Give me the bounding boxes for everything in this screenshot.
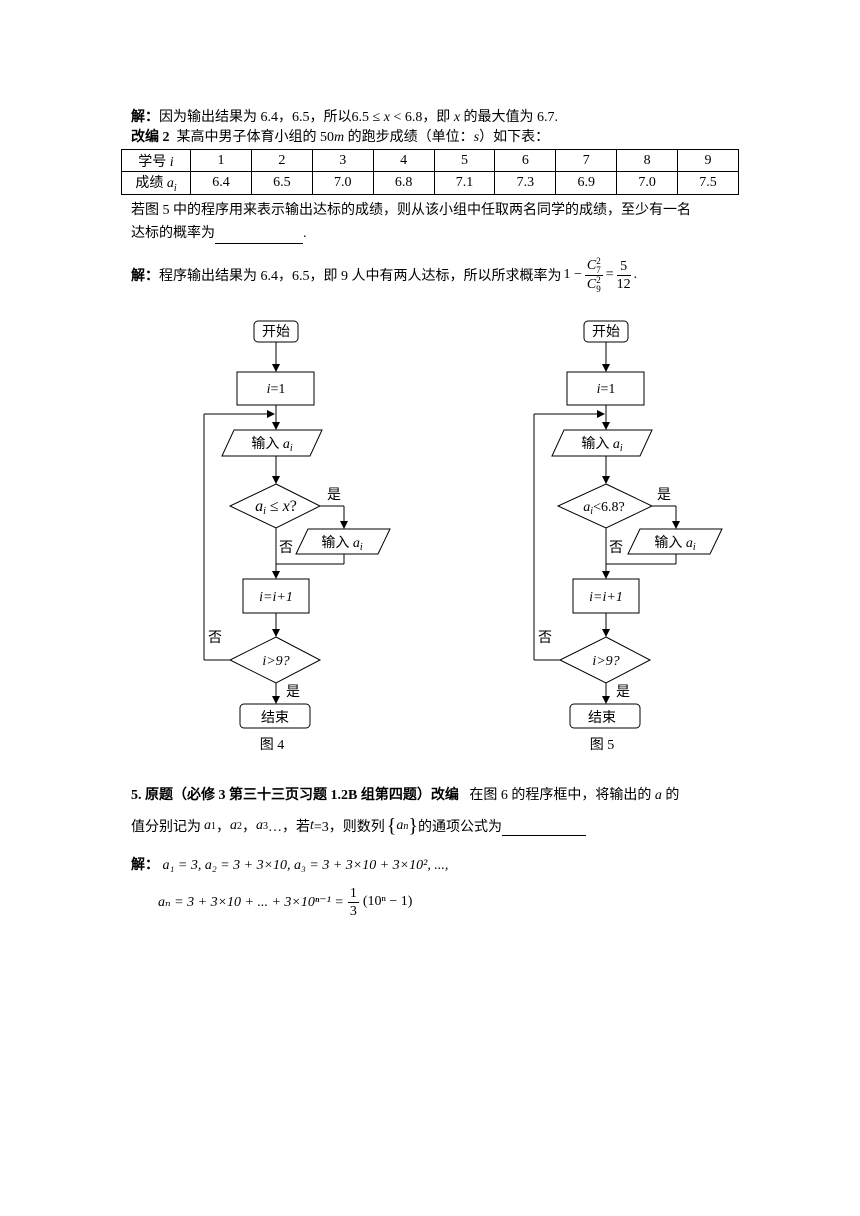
input-box (221, 429, 323, 457)
problem5-line1: 5. 原题（必修 3 第三十三页习题 1.2B 组第四题）改编 在图 6 的程序… (131, 788, 680, 803)
fig4-caption: 图 4 (260, 738, 285, 753)
question2-line2: 达标的概率为 . (131, 223, 307, 244)
table-header-id: 学号 i (121, 149, 191, 172)
result-fraction: 5 12 (616, 258, 631, 292)
solution1-line: 解：因为输出结果为 6.4，6.5，所以6.5 ≤ x < 6.8，即 x 的最… (131, 110, 559, 125)
condition-label: ai<6.8? (583, 500, 624, 517)
table-cell: 6.5 (250, 171, 313, 195)
condition-label: ai≤x? (255, 498, 297, 517)
table-cell: 9 (677, 149, 739, 172)
loop-no-label: 否 (208, 631, 222, 646)
start-label: 开始 (262, 324, 290, 340)
table-cell: 6 (494, 149, 557, 172)
loop-no-label: 否 (538, 631, 552, 646)
flowchart-fig4: 开始 i=1 输入 ai ai≤x? 是 否 输入 ai i=i+1 i>9? … (203, 320, 391, 753)
table-cell: 2 (250, 149, 313, 172)
table-cell: 7.0 (311, 171, 374, 195)
table-row-ids: 学号 i 1 2 3 4 5 6 7 8 9 (121, 149, 739, 172)
solution2-line: 解：程序输出结果为 6.4，6.5，即 9 人中有两人达标，所以所求概率为 1 … (131, 255, 638, 294)
solution5-line1: 解： a₁ = 3, a₂ = 3 + 3×10, a₃ = 3 + 3×10 … (131, 858, 449, 873)
table-cell: 6.8 (372, 171, 435, 195)
no-label: 否 (279, 541, 293, 556)
flowchart-fig5: 开始 i=1 输入 ai ai<6.8? 是 否 输入 ai i=i+1 i>9… (533, 320, 723, 753)
loop-label: i>9? (592, 654, 619, 669)
table-cell: 7 (555, 149, 618, 172)
answer-blank (502, 817, 587, 836)
no-label: 否 (609, 541, 623, 556)
loop-yes-label: 是 (616, 685, 630, 700)
loop-label: i>9? (262, 654, 289, 669)
yes-label: 是 (657, 488, 671, 503)
end-label: 结束 (588, 710, 616, 726)
table-cell: 7.5 (677, 171, 739, 195)
init-label: i=1 (267, 382, 286, 397)
table-cell: 5 (433, 149, 496, 172)
table-cell: 8 (616, 149, 678, 172)
end-box (239, 703, 311, 729)
init-label: i=1 (597, 382, 616, 397)
table-cell: 1 (190, 149, 252, 172)
table-header-score: 成绩 ai (121, 171, 191, 195)
increment-label: i=i+1 (259, 590, 293, 605)
end-box (569, 703, 641, 729)
table-cell: 6.4 (190, 171, 252, 195)
one-third-fraction: 1 3 (347, 885, 359, 919)
end-label: 结束 (261, 710, 289, 726)
input-box (551, 429, 653, 457)
increment-label: i=i+1 (589, 590, 623, 605)
adapt2-line: 改编 2 某高中男子体育小组的 50m 的跑步成绩（单位：s）如下表： (131, 130, 550, 145)
input-label: 输入 ai (251, 436, 293, 454)
solution5-label: 解： (131, 858, 159, 873)
solution2-label: 解： (131, 269, 159, 284)
problem5-heading: 5. 原题（必修 3 第三十三页习题 1.2B 组第四题）改编 (131, 788, 459, 803)
table-cell: 6.9 (555, 171, 618, 195)
output-label: 输入 ai (654, 535, 696, 553)
answer-blank (215, 223, 303, 244)
table-cell: 7.3 (494, 171, 557, 195)
yes-label: 是 (327, 488, 341, 503)
table-row-scores: 成绩 ai 6.4 6.5 7.0 6.8 7.1 7.3 6.9 7.0 7.… (121, 171, 739, 195)
table-cell: 3 (311, 149, 374, 172)
solution1-label: 解： (131, 110, 159, 125)
table-cell: 4 (372, 149, 435, 172)
output-box (295, 528, 391, 555)
input-label: 输入 ai (581, 436, 623, 454)
output-box (627, 528, 723, 555)
adapt2-label: 改编 2 (131, 130, 170, 145)
output-label: 输入 ai (321, 535, 363, 553)
start-label: 开始 (592, 324, 620, 340)
question2-line1: 若图 5 中的程序用来表示输出达标的成绩，则从该小组中任取两名同学的成绩，至少有… (131, 203, 691, 218)
solution5-line2: aₙ = 3 + 3×10 + ... + 3×10ⁿ⁻¹ = 1 3 (10ⁿ… (158, 885, 413, 919)
loop-yes-label: 是 (286, 685, 300, 700)
table-cell: 7.1 (433, 171, 496, 195)
table-cell: 7.0 (616, 171, 678, 195)
fig5-caption: 图 5 (590, 738, 615, 753)
score-table: 学号 i 1 2 3 4 5 6 7 8 9 成绩 ai 6.4 6.5 7.0… (121, 149, 739, 195)
